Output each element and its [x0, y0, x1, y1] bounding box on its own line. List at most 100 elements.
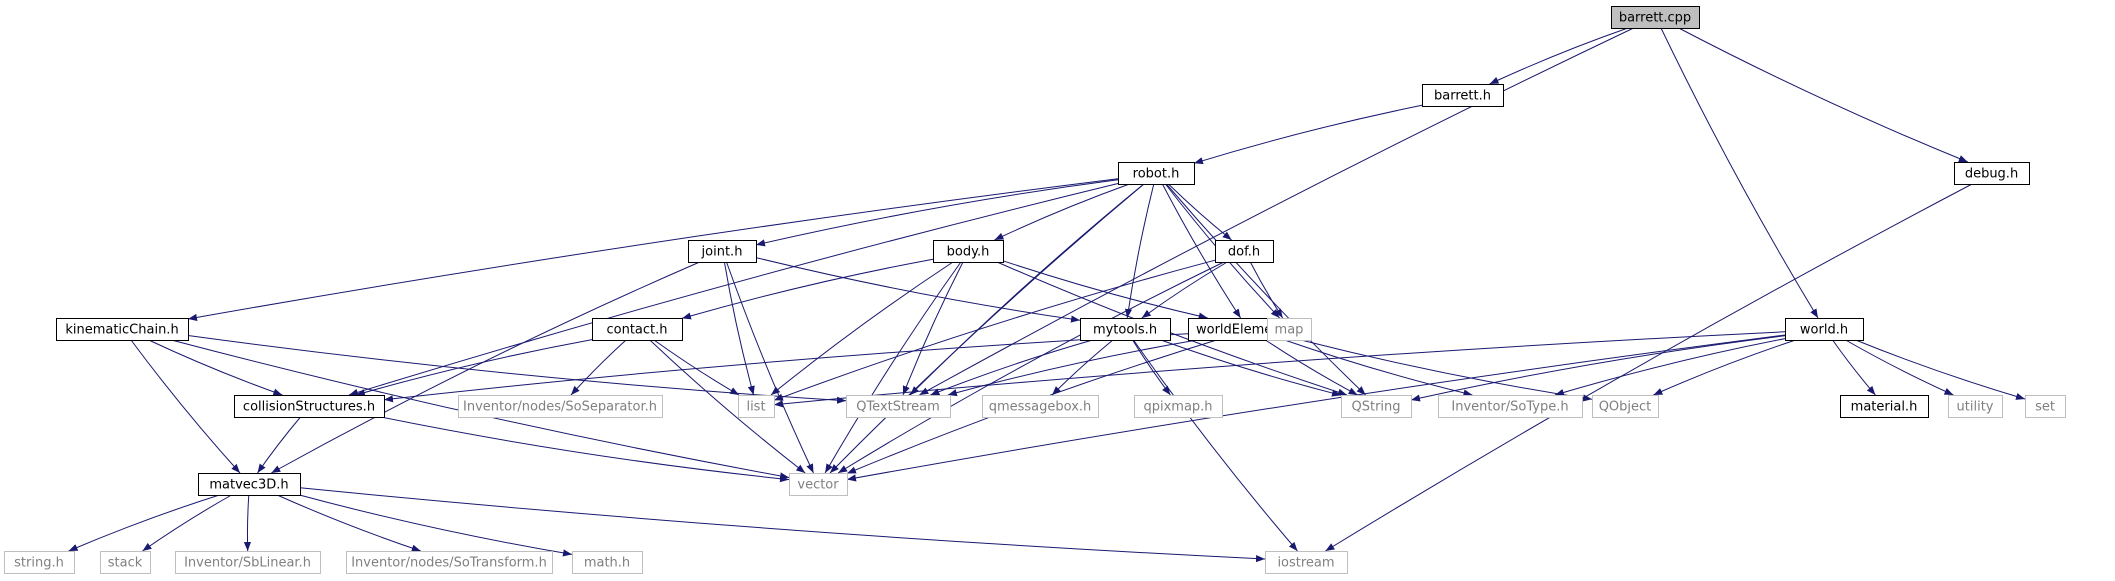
node-contact-h[interactable]: contact.h	[592, 318, 683, 341]
edge-worldelement-h-to-qobject	[1300, 339, 1593, 402]
node-utility: utility	[1948, 395, 2003, 418]
node-sblinear: Inventor/SbLinear.h	[175, 551, 321, 574]
node-barrett-h[interactable]: barrett.h	[1422, 84, 1504, 107]
edge-contact-h-to-collisionstructures-h	[355, 339, 593, 396]
node-world-h-label: world.h	[1800, 323, 1848, 338]
edge-robot-h-to-dof-h	[1168, 183, 1232, 241]
node-string-h: string.h	[4, 551, 75, 574]
edge-joint-h-to-list	[723, 261, 755, 396]
node-joint-h[interactable]: joint.h	[688, 240, 757, 263]
node-kinematicchain-h-box	[56, 318, 189, 341]
node-map-label: map	[1275, 323, 1304, 338]
node-robot-h[interactable]: robot.h	[1118, 162, 1195, 185]
node-sotransform-box	[346, 551, 553, 574]
node-stack-label: stack	[108, 556, 143, 571]
node-material-h[interactable]: material.h	[1840, 395, 1929, 418]
edge-world-h-to-qstring	[1410, 335, 1786, 402]
node-sotype-label: Inventor/SoType.h	[1451, 400, 1568, 415]
node-qpixmap-box	[1134, 395, 1223, 418]
edge-worldelement-h-to-qtextstream	[947, 339, 1198, 397]
edge-matvec3d-h-to-sblinear	[243, 494, 252, 552]
node-layer: barrett.cpp barrett.h debug.h robot.h world.…	[4, 6, 2066, 574]
edge-matvec3d-h-to-iostream	[299, 487, 1266, 563]
node-barrett-h-box	[1422, 84, 1504, 107]
node-qtextstream-box	[846, 395, 951, 418]
node-qstring-label: QString	[1351, 400, 1400, 415]
edge-body-h-to-list	[770, 261, 954, 396]
edge-worldelement-h-to-collisionstructures-h	[383, 333, 1189, 403]
node-kinematicchain-h[interactable]: kinematicChain.h	[56, 318, 189, 341]
edge-kinematicchain-h-to-matvec3d-h	[130, 339, 241, 474]
edge-dof-h-to-list	[773, 259, 1216, 401]
edge-contact-h-to-vector	[649, 339, 806, 474]
edge-body-h-to-worldelement-h	[1002, 260, 1208, 320]
edge-robot-h-to-mytools-h	[1124, 183, 1155, 319]
node-barrett-cpp-box	[1611, 6, 1700, 29]
node-vector-label: vector	[797, 478, 839, 493]
node-qpixmap: qpixmap.h	[1134, 395, 1223, 418]
node-body-h-box	[933, 240, 1004, 263]
edge-barrett-cpp-to-debug-h	[1678, 27, 1968, 163]
node-joint-h-box	[688, 240, 757, 263]
node-soseparator: Inventor/nodes/SoSeparator.h	[458, 395, 663, 418]
edge-collisionstructures-h-to-vector	[380, 416, 790, 483]
node-math-h-label: math.h	[584, 556, 630, 571]
node-map-box	[1267, 318, 1312, 341]
node-body-h[interactable]: body.h	[933, 240, 1004, 263]
node-string-h-box	[4, 551, 75, 574]
edge-barrett-h-to-robot-h	[1193, 104, 1423, 165]
node-map: map	[1267, 318, 1312, 341]
node-iostream-label: iostream	[1277, 556, 1334, 571]
edge-body-h-to-qtextstream	[902, 261, 964, 396]
node-sotype: Inventor/SoType.h	[1438, 395, 1583, 418]
edge-robot-h-to-joint-h	[755, 179, 1119, 247]
edge-matvec3d-h-to-sotransform	[276, 494, 421, 552]
node-vector: vector	[789, 473, 848, 496]
node-utility-label: utility	[1957, 400, 1994, 415]
edge-debug-h-to-iostream	[1325, 183, 1973, 552]
node-qtextstream-label: QTextStream	[856, 400, 940, 415]
node-set-box	[2025, 395, 2066, 418]
node-qobject-label: QObject	[1599, 400, 1652, 415]
node-iostream-box	[1265, 551, 1348, 574]
node-qmessagebox: qmessagebox.h	[982, 395, 1099, 418]
edge-mytools-h-to-qpixmap	[1132, 339, 1171, 396]
node-debug-h-box	[1954, 162, 2030, 185]
node-sblinear-box	[175, 551, 321, 574]
node-dof-h[interactable]: dof.h	[1215, 240, 1274, 263]
node-sotype-box	[1438, 395, 1583, 418]
edge-robot-h-to-vector	[829, 183, 1145, 474]
edge-body-h-to-contact-h	[681, 258, 934, 320]
node-math-h-box	[572, 551, 643, 574]
node-mytools-h[interactable]: mytools.h	[1080, 318, 1171, 341]
node-debug-h[interactable]: debug.h	[1954, 162, 2030, 185]
node-set: set	[2025, 395, 2066, 418]
node-collisionstructures-h[interactable]: collisionStructures.h	[234, 395, 385, 418]
node-dof-h-box	[1215, 240, 1274, 263]
node-matvec3d-h[interactable]: matvec3D.h	[198, 473, 301, 496]
node-collisionstructures-h-box	[234, 395, 385, 418]
node-collisionstructures-h-label: collisionStructures.h	[243, 400, 375, 415]
edge-robot-h-to-collisionstructures-h	[348, 183, 1119, 396]
node-string-h-label: string.h	[14, 556, 64, 571]
node-set-label: set	[2035, 400, 2055, 415]
node-stack: stack	[100, 551, 151, 574]
node-soseparator-label: Inventor/nodes/SoSeparator.h	[463, 400, 657, 415]
node-barrett-h-label: barrett.h	[1434, 89, 1491, 104]
node-world-h[interactable]: world.h	[1785, 318, 1864, 341]
node-contact-h-box	[592, 318, 683, 341]
node-qtextstream: QTextStream	[846, 395, 951, 418]
node-sotransform-label: Inventor/nodes/SoTransform.h	[351, 556, 547, 571]
node-world-h-box	[1785, 318, 1864, 341]
edge-contact-h-to-soseparator	[570, 339, 627, 396]
edge-worldelement-h-to-qstring	[1265, 339, 1358, 396]
edge-matvec3d-h-to-string-h	[68, 494, 220, 552]
node-barrett-cpp[interactable]: barrett.cpp	[1611, 6, 1700, 29]
edge-barrett-cpp-to-world-h	[1660, 27, 1819, 319]
node-stack-box	[100, 551, 151, 574]
node-list-box	[738, 395, 775, 418]
edge-world-h-to-list	[773, 331, 1786, 408]
edge-body-h-to-vector	[824, 261, 962, 474]
edge-world-h-to-material-h	[1832, 339, 1876, 396]
edge-kinematicchain-h-to-collisionstructures-h	[148, 339, 283, 396]
